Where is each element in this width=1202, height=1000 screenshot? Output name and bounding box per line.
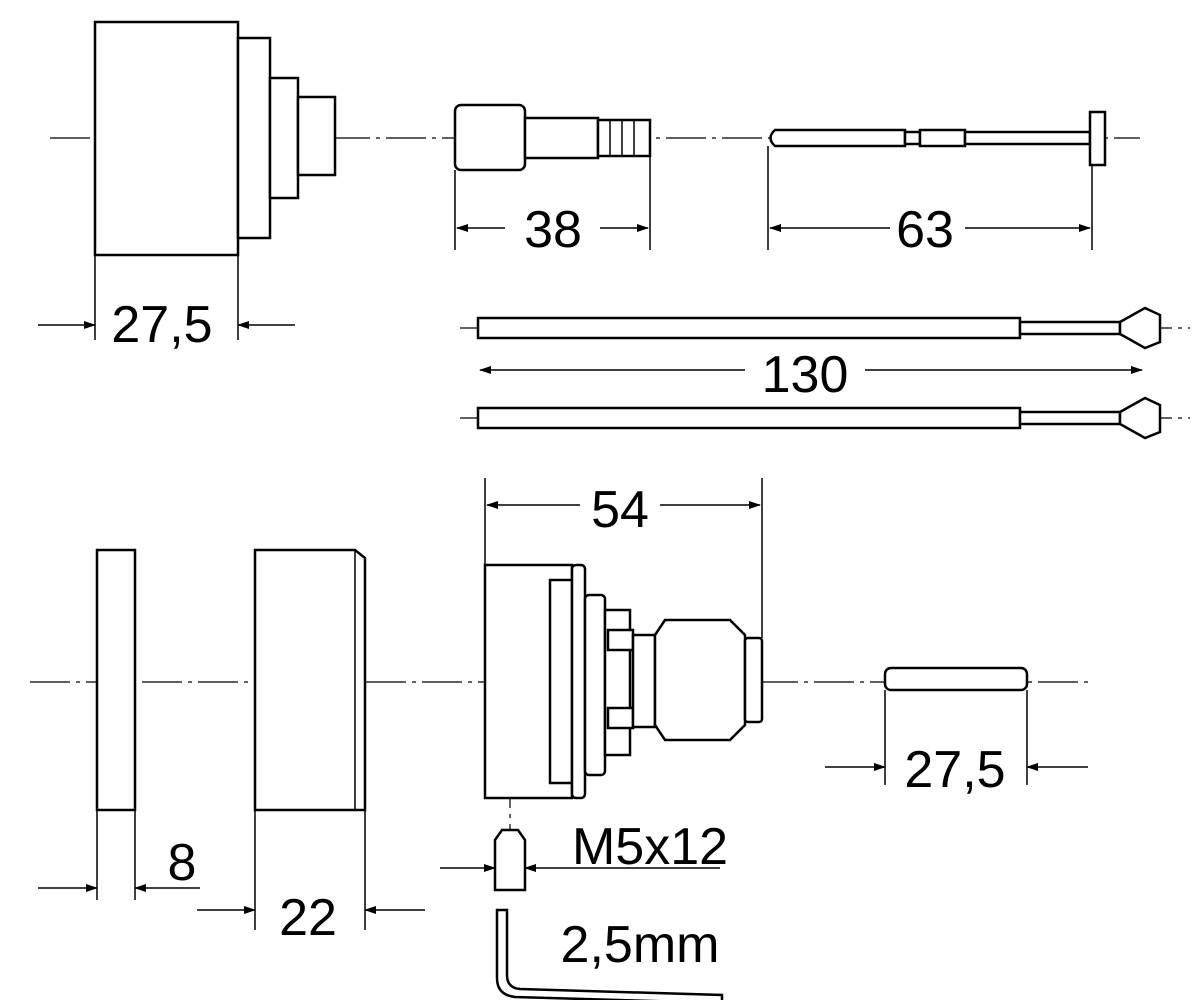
dimension-label: 27,5 <box>111 296 212 354</box>
dimension-label: 63 <box>896 201 954 259</box>
hex-key: 2,5mm <box>495 908 724 1000</box>
sleeve-ring: 22 <box>197 548 425 947</box>
dimension-screw: 130 <box>479 346 1143 404</box>
grub-screw: M5x12 <box>440 818 728 892</box>
small-pin <box>883 666 1029 692</box>
dimension-label: 54 <box>591 481 649 539</box>
dimension-label: M5x12 <box>572 818 728 876</box>
dimension-label: 2,5mm <box>561 916 720 974</box>
dimension-small-pin: 27,5 <box>825 690 1088 799</box>
screw-1 <box>476 306 1162 350</box>
dimension-label: 130 <box>762 346 849 404</box>
dimension-label: 38 <box>524 201 582 259</box>
dimension-cartridge: 54 <box>484 478 763 638</box>
washer: 8 <box>38 548 200 900</box>
dimension-spindle: 38 <box>454 156 651 259</box>
dimension-label: 8 <box>168 834 197 892</box>
dimension-label: 27,5 <box>904 741 1005 799</box>
spindle-extension <box>453 103 652 172</box>
thermostat-cartridge <box>483 563 764 800</box>
dimension-label: 22 <box>279 889 337 947</box>
dimension-pin: 63 <box>767 146 1093 259</box>
extension-pin <box>769 110 1107 167</box>
screw-2 <box>476 396 1162 440</box>
dimension-cap-width: 27,5 <box>38 255 295 354</box>
cover-cap <box>93 20 337 257</box>
